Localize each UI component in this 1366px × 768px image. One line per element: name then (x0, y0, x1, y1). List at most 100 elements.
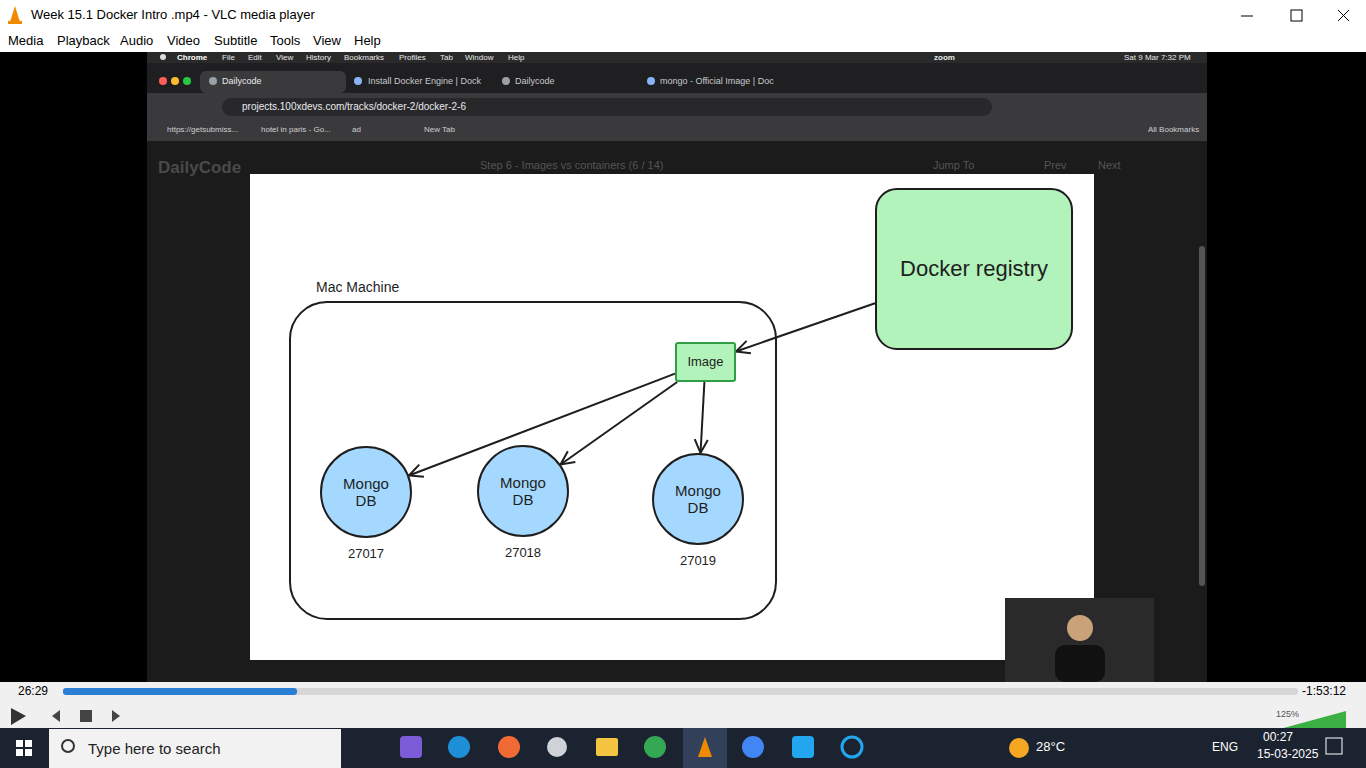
port-number: 27019 (680, 554, 716, 569)
circle-shape (321, 447, 411, 537)
screen-text: hotel in paris - Go... (261, 125, 331, 134)
previous-button (52, 710, 60, 722)
screen-text: History (306, 53, 331, 62)
taskbar-app (842, 737, 862, 757)
screen-text: 00:27 (1263, 731, 1293, 745)
next-button (112, 710, 120, 722)
screen-text: Jump To (933, 159, 974, 172)
screen-text: Playback (57, 34, 110, 49)
arrow-head (736, 341, 751, 353)
screen-text: Prev (1044, 159, 1067, 172)
zoom-light (183, 77, 191, 85)
scrollbar (1199, 246, 1205, 586)
connector-line (701, 382, 705, 453)
taskbar-app (698, 737, 712, 757)
container-circle: Mongo DB27017 (319, 445, 413, 539)
screen-text: Dailycode (515, 76, 555, 86)
mac-menu-bar (147, 52, 1207, 63)
screen-text: 15-03-2025 (1257, 748, 1318, 762)
notification-icon (1326, 738, 1342, 754)
close-light (159, 77, 167, 85)
tab-icon (502, 77, 510, 85)
screen-text: File (222, 53, 235, 62)
screen-text: Help (354, 34, 381, 49)
connector-arrow (561, 382, 678, 464)
maximize-icon (1291, 10, 1302, 21)
screen-text: View (276, 53, 293, 62)
screen-text: DailyCode (158, 158, 241, 178)
node-label: Mac Machine (316, 279, 399, 295)
screen-text: -1:53:12 (1302, 685, 1346, 699)
page-ground (147, 141, 1207, 682)
taskbar-app (400, 736, 422, 758)
stop-button (80, 710, 92, 722)
screen-text: 125% (1276, 709, 1299, 719)
screen-text: Step 6 - Images vs containers (6 / 14) (480, 159, 663, 172)
screen-text: zoom (934, 53, 955, 62)
connector-arrow (695, 382, 708, 453)
active-tab (200, 71, 346, 93)
taskbar-app (596, 738, 618, 756)
connector-line (561, 382, 678, 464)
node-label: Mongo DB (493, 474, 553, 509)
vlc-icon-base (8, 21, 22, 24)
taskbar (0, 728, 1366, 768)
screen-text: Help (508, 53, 524, 62)
progress-fill (63, 688, 297, 695)
connector-arrow (736, 303, 875, 353)
arrow-head (409, 465, 424, 477)
screen-text: Tools (270, 34, 300, 49)
screen-text: projects.100xdevs.com/tracks/docker-2/do… (242, 101, 466, 113)
minimize-light (171, 77, 179, 85)
container-circle: Mongo DB27019 (651, 452, 745, 546)
webcam-person-body (1055, 645, 1105, 682)
start-button (16, 740, 32, 756)
screen-text: 28°C (1036, 740, 1065, 755)
screen-text: Edit (248, 53, 262, 62)
port-number: 27018 (505, 546, 541, 561)
taskbar-app (792, 736, 814, 758)
screen-text: https://getsubmiss... (167, 125, 238, 134)
screen-text: Dailycode (222, 76, 262, 86)
screen-text: Sat 9 Mar 7:32 PM (1124, 53, 1191, 62)
port-number: 27017 (348, 547, 384, 562)
screen-text: Video (167, 34, 200, 49)
screen-text: All Bookmarks (1148, 125, 1199, 134)
screen-text: Bookmarks (344, 53, 384, 62)
host-machine-box: Mac MachineImageMongo DB27017Mongo DB270… (289, 301, 777, 620)
registry-box: Docker registry (875, 188, 1073, 350)
search-box (49, 729, 341, 768)
screen-text: ad (352, 125, 361, 134)
circle-shape (653, 454, 743, 544)
minimize-icon (1241, 16, 1253, 17)
circle-shape (478, 446, 568, 536)
screen-text: Window (465, 53, 493, 62)
node-label: Mongo DB (336, 475, 396, 510)
diagram-canvas (250, 174, 1094, 660)
title-bar (0, 0, 1366, 52)
screen-text: mongo - Official Image | Doc (660, 76, 774, 86)
progress-track (63, 688, 1298, 695)
play-button (11, 708, 26, 725)
taskbar-app (644, 736, 666, 758)
vlc-icon (10, 6, 20, 22)
video-area (0, 52, 1366, 682)
screen-text: Chrome (177, 53, 207, 62)
taskbar-app (498, 736, 520, 758)
screen-text: View (313, 34, 341, 49)
screen-text: Media (8, 34, 43, 49)
search-icon (62, 740, 74, 752)
weather-icon (1009, 738, 1029, 758)
taskbar-app (547, 737, 567, 757)
tab-icon (209, 77, 217, 85)
taskbar-app (742, 736, 764, 758)
screen-text: Type here to search (88, 740, 221, 757)
tab-icon (647, 77, 655, 85)
screen-text: Subtitle (214, 34, 257, 49)
screen-text: Audio (120, 34, 153, 49)
connector-line (736, 303, 875, 351)
screen-text: New Tab (424, 125, 455, 134)
